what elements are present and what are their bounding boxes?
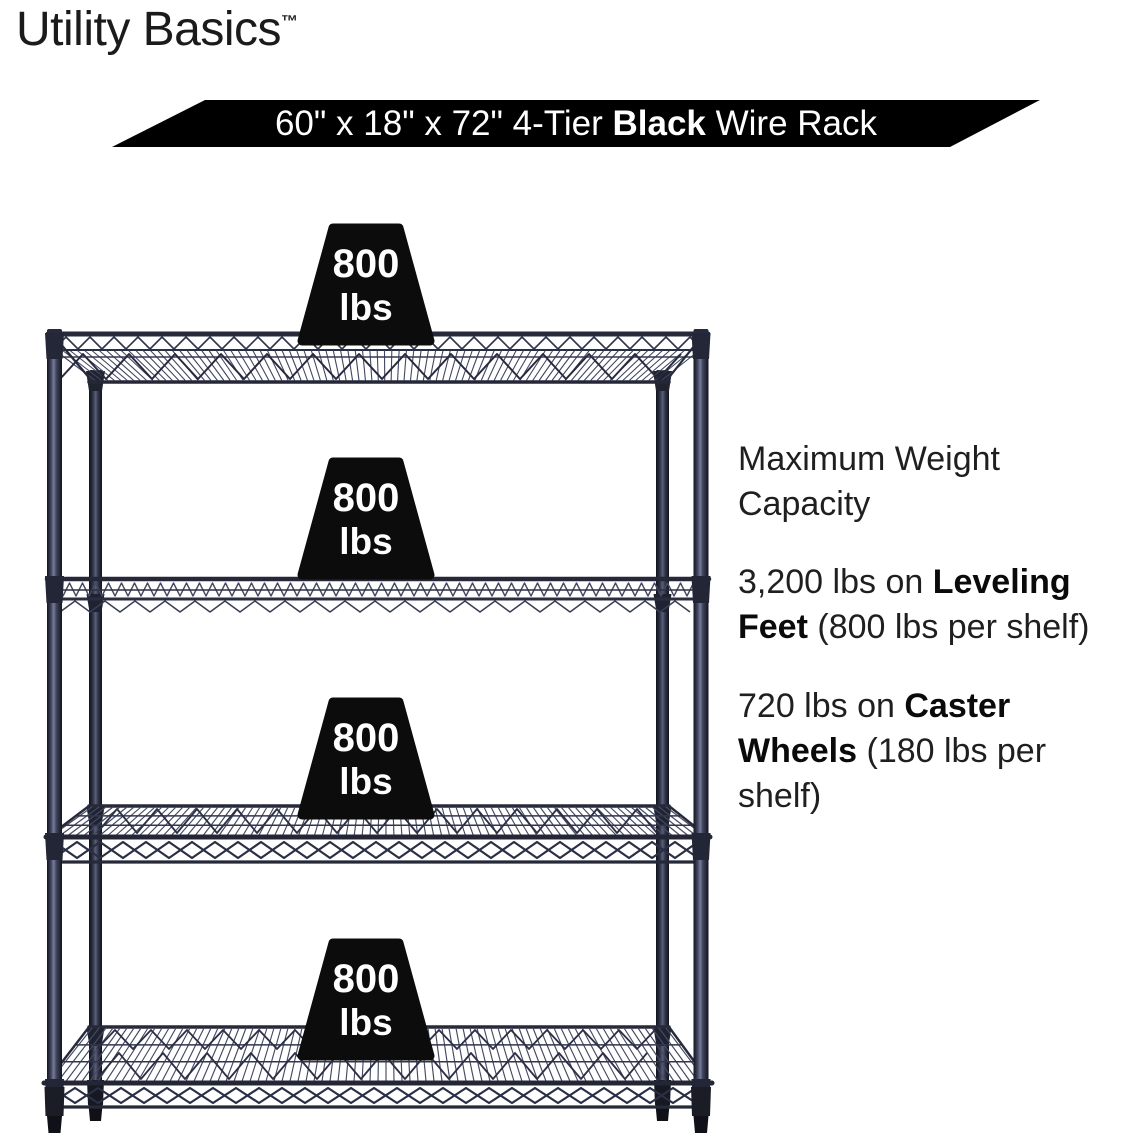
weight-unit: lbs <box>339 521 392 562</box>
capacity-leveling-feet: 3,200 lbs on Leveling Feet (800 lbs per … <box>738 560 1133 650</box>
weight-trapezoid <box>297 457 435 580</box>
trademark-symbol: ™ <box>281 12 299 31</box>
weight-value: 800 <box>333 957 400 1001</box>
rack-structure <box>41 329 715 1133</box>
weight-unit: lbs <box>339 1002 392 1043</box>
weight-value: 800 <box>333 242 400 286</box>
capacity-text: (180 lbs per shelf) <box>738 732 1047 815</box>
banner-text-prefix: 60" x 18" x 72" 4-Tier <box>274 104 613 143</box>
weight-unit: lbs <box>339 287 392 328</box>
weight-badge-shelf-1: 800 lbs <box>297 223 435 346</box>
capacity-text-bold: Caster Wheels <box>738 687 1011 770</box>
wire-rack-illustration: 800 lbs 800 lbs 800 lbs 800 lbs <box>41 223 715 1133</box>
weight-trapezoid <box>297 697 435 820</box>
weight-trapezoid <box>297 223 435 346</box>
capacity-info-panel: Maximum Weight Capacity 3,200 lbs on Lev… <box>738 437 1133 853</box>
banner-text-suffix: Wire Rack <box>705 104 878 143</box>
capacity-text: 3,200 lbs on <box>738 563 933 601</box>
product-title-banner: 60" x 18" x 72" 4-Tier Black Wire Rack <box>112 100 1040 147</box>
capacity-heading: Maximum Weight Capacity <box>738 440 1000 523</box>
weight-value: 800 <box>333 476 400 520</box>
weight-badge-shelf-4: 800 lbs <box>297 938 435 1061</box>
weight-badge-shelf-2: 800 lbs <box>297 457 435 580</box>
capacity-caster-wheels: 720 lbs on Caster Wheels (180 lbs per sh… <box>738 684 1133 819</box>
weight-value: 800 <box>333 716 400 760</box>
brand-name: Utility Basics <box>16 3 282 56</box>
weight-trapezoid <box>297 938 435 1061</box>
banner-text-bold: Black <box>612 104 706 143</box>
brand-logo: Utility Basics™ <box>16 2 298 57</box>
weight-badge-shelf-3: 800 lbs <box>297 697 435 820</box>
capacity-text-bold: Leveling Feet <box>738 563 1071 646</box>
capacity-text: 720 lbs on <box>738 687 905 725</box>
weight-unit: lbs <box>339 761 392 802</box>
capacity-text: (800 lbs per shelf) <box>807 608 1090 646</box>
